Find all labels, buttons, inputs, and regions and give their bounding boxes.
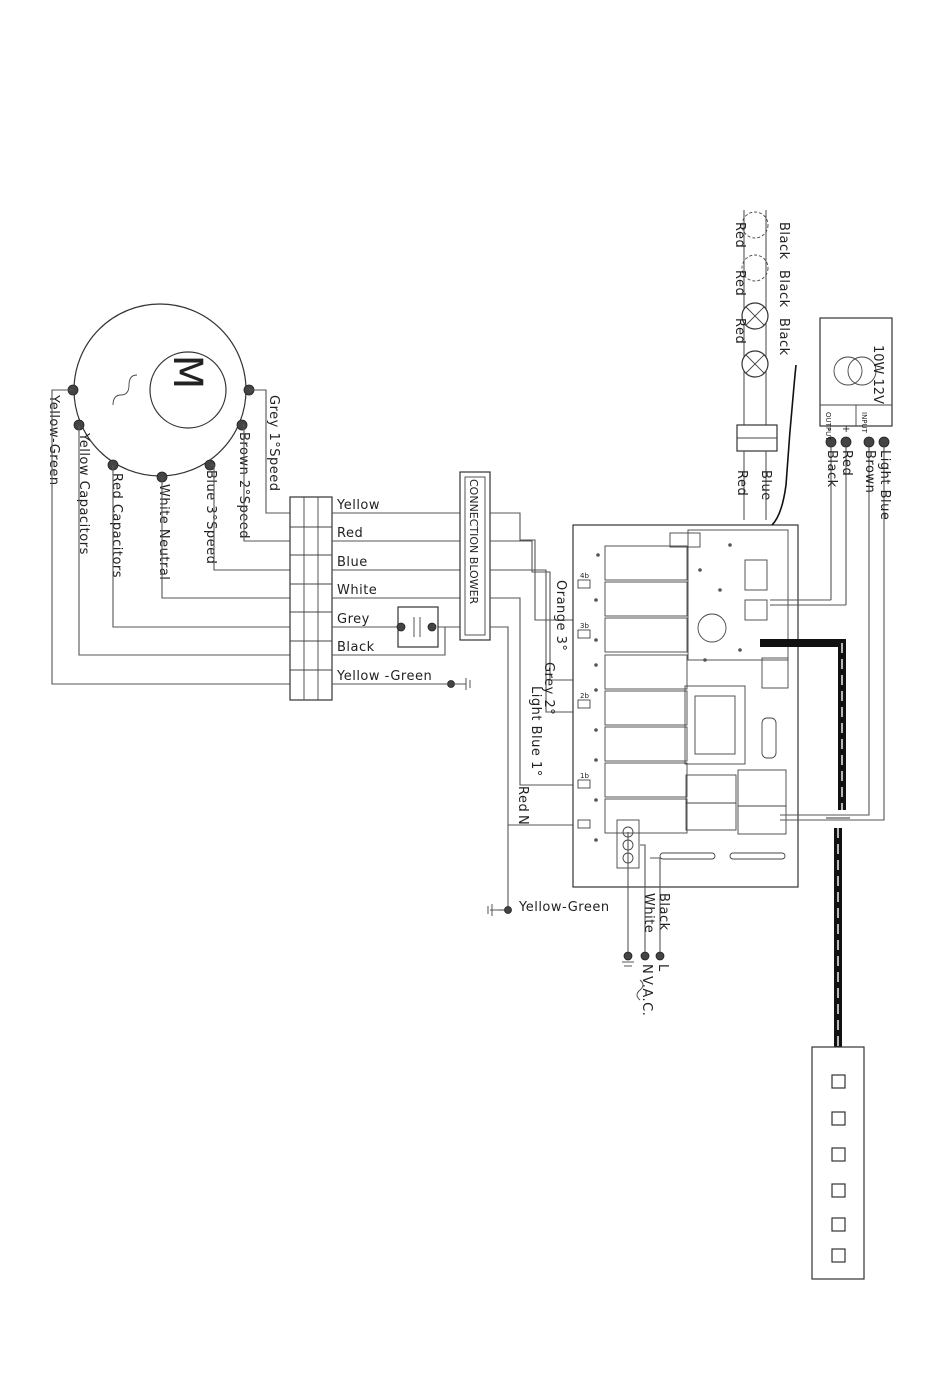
- connection-blower-label: CONNECTION BLOWER: [467, 479, 480, 605]
- keypad-button[interactable]: [831, 1111, 846, 1126]
- keypad: [811, 1046, 865, 1280]
- ac-symbol-icon: [636, 979, 644, 1001]
- transformer-output-sign: -: [828, 424, 832, 435]
- lamp-black-label: Black: [776, 222, 791, 260]
- transformer-wire-label: Brown: [862, 450, 877, 493]
- ground-icon: [447, 678, 471, 690]
- connection-blower: CONNECTION BLOWER: [459, 471, 491, 641]
- keypad-button[interactable]: [831, 1183, 846, 1198]
- lamp-red-label: Red: [732, 318, 747, 344]
- mains-wire-label: White: [641, 893, 656, 933]
- motor-wires: [51, 389, 290, 685]
- svg-text:1b: 1b: [580, 772, 589, 780]
- motor: M: [67, 303, 255, 483]
- board-speed-label: N: [515, 815, 530, 825]
- board-speed-label: Grey 2°: [541, 662, 556, 715]
- lamp-black-label: Black: [776, 270, 791, 308]
- terminal-wire-label: Grey: [337, 612, 370, 627]
- lamp-cable-label: Red: [734, 470, 749, 496]
- svg-text:4b: 4b: [580, 572, 589, 580]
- terminal-wire-label: Blue: [337, 555, 368, 570]
- lamps: [736, 210, 797, 526]
- transformer-output-label: OUTPUT: [824, 412, 832, 441]
- transformer-input-label: INPUT: [860, 412, 868, 434]
- terminal-wire-label: White: [337, 583, 377, 598]
- capacitor: [396, 606, 439, 648]
- vac-label: V.A.C.: [639, 976, 654, 1016]
- transformer-output-sign: +: [842, 424, 850, 435]
- lamp-red-label: Red: [732, 270, 747, 296]
- terminal-wire-label: Black: [337, 640, 375, 655]
- motor-wire-label: White Neutral: [156, 484, 171, 580]
- transformer-wire-label: Light Blue: [877, 450, 892, 520]
- lamp-cable-label: Blue: [758, 470, 773, 501]
- motor-wire-label: Yellow Capacitors: [76, 432, 91, 555]
- ac-symbol-icon: [112, 374, 138, 406]
- lamp-black-label: Black: [776, 318, 791, 356]
- board-speed-label: Light Blue 1°: [528, 686, 543, 777]
- terminal-label: N: [639, 964, 654, 974]
- motor-symbol: M: [164, 355, 210, 390]
- mains-wire-label: Black: [656, 893, 671, 931]
- keypad-button[interactable]: [831, 1074, 846, 1089]
- lamp-red-label: Red: [732, 222, 747, 248]
- board-speed-label: Orange 3°: [553, 580, 568, 651]
- control-board: 4b 3b 2b 1b: [572, 524, 799, 888]
- svg-text:3b: 3b: [580, 622, 589, 630]
- transformer: [770, 317, 893, 821]
- keypad-button[interactable]: [831, 1248, 846, 1263]
- keypad-button[interactable]: [831, 1147, 846, 1162]
- motor-wire-label: Grey 1°Speed: [266, 395, 281, 491]
- transformer-wire-label: Black: [824, 450, 839, 488]
- svg-text:2b: 2b: [580, 692, 589, 700]
- keypad-cable: [760, 639, 850, 1047]
- blower-board-wires: [490, 512, 578, 826]
- motor-wire-label: Red Capacitors: [109, 473, 124, 578]
- terminal-wire-label: Yellow -Green: [336, 669, 432, 684]
- keypad-button[interactable]: [831, 1217, 846, 1232]
- terminal-wire-label: Yellow: [336, 498, 380, 513]
- transformer-wire-label: Red: [839, 450, 854, 476]
- motor-wire-label: Yellow-Green: [46, 394, 61, 486]
- terminal-block-wires: [332, 512, 460, 685]
- terminal-label: L: [655, 964, 670, 972]
- board-speed-label: Red: [515, 786, 530, 812]
- motor-wire-label: Blue 3°Speed: [203, 470, 218, 564]
- ground-icon: [487, 904, 512, 916]
- terminal-block: [289, 496, 333, 701]
- ground-label: Yellow-Green: [518, 900, 610, 915]
- terminal-wire-label: Red: [337, 526, 363, 541]
- transformer-rating: 10W 12V: [870, 345, 885, 404]
- ground-icon: [622, 961, 634, 967]
